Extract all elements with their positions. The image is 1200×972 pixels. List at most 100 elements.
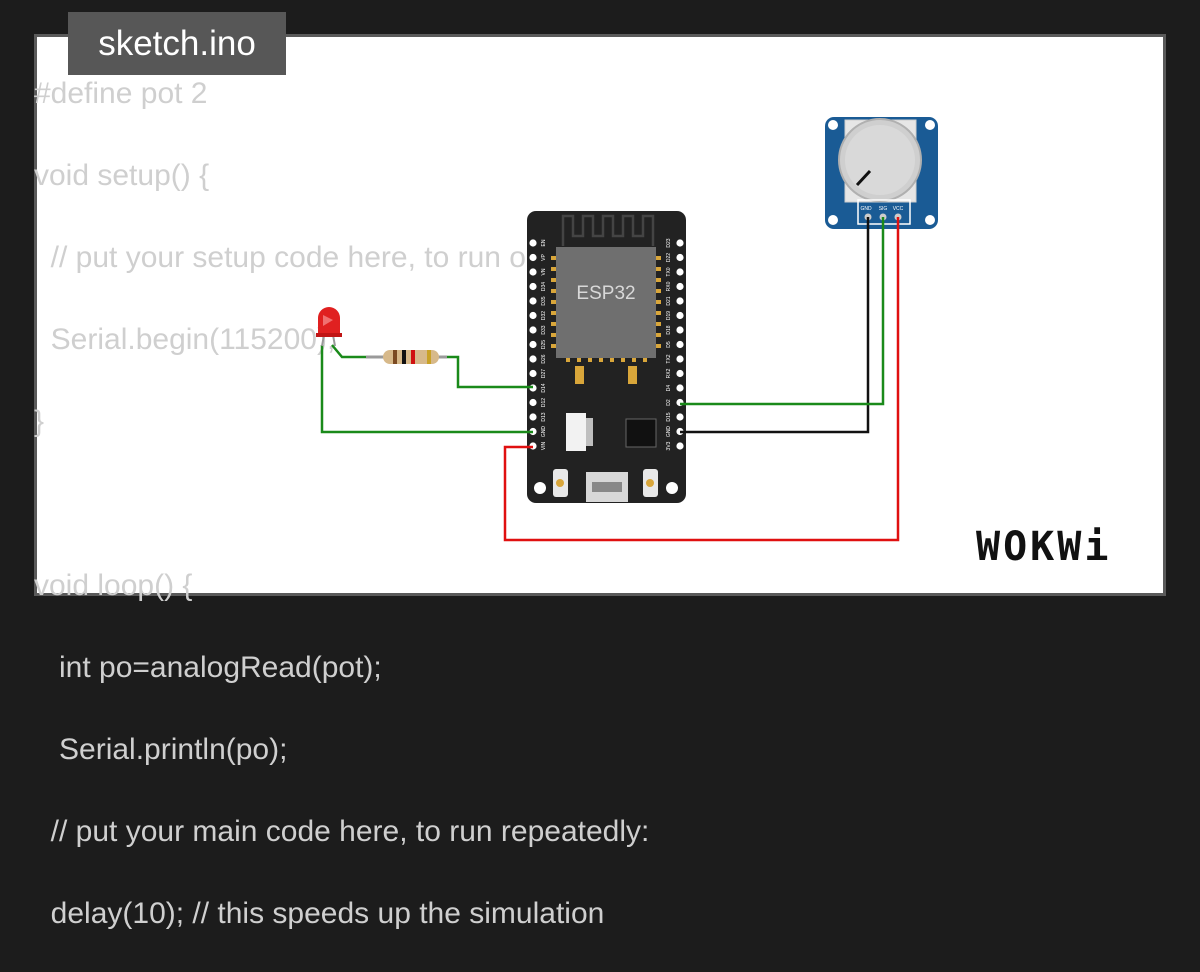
pin-d13[interactable]	[529, 413, 537, 421]
smd-component	[628, 366, 637, 384]
pin-label: D34	[541, 282, 547, 291]
pin-d27[interactable]	[529, 369, 537, 378]
pin-label: D25	[541, 340, 547, 349]
module-pad	[610, 356, 614, 362]
pin-d12[interactable]	[529, 398, 537, 407]
pin-label: D4	[666, 385, 672, 392]
pin-d35[interactable]	[529, 297, 537, 305]
pin-label: D21	[666, 296, 672, 305]
mount-hole	[828, 215, 838, 225]
module-pad	[551, 311, 557, 315]
regulator-tab	[586, 418, 593, 446]
module-pad	[599, 356, 603, 362]
module-pad	[655, 311, 661, 315]
module-pad	[655, 333, 661, 337]
led[interactable]	[316, 307, 342, 347]
pin-label: D32	[541, 311, 547, 320]
filename-tab[interactable]: sketch.ino	[68, 12, 286, 75]
pin-d33[interactable]	[529, 326, 537, 334]
mount-hole	[828, 120, 838, 130]
pin-vn[interactable]	[529, 268, 537, 276]
pin-label: D13	[541, 412, 547, 421]
pin-en[interactable]	[529, 239, 537, 247]
module-pad	[551, 333, 557, 337]
regulator	[566, 413, 586, 451]
module-pad	[551, 256, 557, 260]
module-pad	[632, 356, 636, 362]
module-pad	[551, 278, 557, 282]
module-pad	[655, 278, 661, 282]
pot-pin-label: SIG	[879, 206, 888, 212]
resistor-band	[402, 350, 406, 364]
mount-hole	[925, 215, 935, 225]
pin-d32[interactable]	[529, 311, 537, 320]
pin-label: TX0	[666, 267, 672, 276]
chip-label: ESP32	[576, 283, 635, 304]
pin-3v3[interactable]	[676, 442, 684, 450]
pin-d22[interactable]	[676, 253, 684, 262]
code-line: void setup() {	[34, 159, 210, 192]
led-reflection	[323, 315, 333, 326]
usb-chip	[625, 418, 657, 448]
resistor[interactable]	[366, 350, 447, 364]
pin-d26[interactable]	[529, 355, 537, 363]
code-line: Serial.begin(115200);	[34, 323, 336, 356]
pin-label: 3V3	[666, 441, 672, 450]
wire-gnd[interactable]	[680, 217, 870, 434]
pin-d23[interactable]	[676, 239, 684, 247]
module-pad	[655, 267, 661, 271]
pin-label: D5	[666, 341, 672, 348]
pin-vp[interactable]	[529, 253, 537, 262]
code-line: delay(10); // this speeds up the simulat…	[34, 897, 605, 930]
pin-tx2[interactable]	[676, 355, 684, 363]
module-pad	[655, 344, 661, 348]
module-pad	[655, 289, 661, 293]
pin-d5[interactable]	[676, 340, 684, 349]
pin-label: D15	[666, 412, 672, 421]
pin-label: RX2	[666, 368, 672, 378]
pin-d19[interactable]	[676, 311, 684, 320]
pin-rx2[interactable]	[676, 369, 684, 378]
module-pad	[577, 356, 581, 362]
module-pad	[588, 356, 592, 362]
wire-vcc[interactable]	[503, 217, 900, 542]
left-pin-header: ENVPVND34D35D32D33D25D26D27D14D12D13GNDV…	[529, 239, 547, 450]
pot-indicator	[855, 169, 872, 187]
pin-d4[interactable]	[676, 384, 684, 392]
wire-signal[interactable]	[680, 217, 885, 406]
pin-rx0[interactable]	[676, 282, 684, 291]
mount-hole	[534, 482, 546, 494]
pot-knob-face	[845, 125, 915, 195]
boot-button-cap	[646, 479, 654, 487]
resistor-band	[411, 350, 415, 364]
module-pad	[621, 356, 625, 362]
pin-label: D35	[541, 296, 547, 305]
module-pad	[566, 356, 570, 362]
pin-d15[interactable]	[676, 413, 684, 421]
mount-hole	[925, 120, 935, 130]
module-pad	[551, 267, 557, 271]
pin-d25[interactable]	[529, 340, 537, 349]
pin-label: D22	[666, 253, 672, 262]
wire-led-resistor[interactable]	[331, 344, 368, 359]
esp32-board[interactable]: ESP32 ENVPVND34D35D32D33D25D26D27D14D12D…	[527, 211, 686, 503]
potentiometer[interactable]: GND SIG VCC	[825, 117, 938, 229]
pin-label: VP	[541, 254, 547, 261]
module-pad	[551, 300, 557, 304]
pin-label: D33	[541, 325, 547, 334]
right-pin-header: D23D22TX0RX0D21D19D18D5TX2RX2D4D2D15GND3…	[666, 238, 684, 450]
usb-port-opening	[592, 482, 622, 492]
pin-d18[interactable]	[676, 326, 684, 334]
pin-tx0[interactable]	[676, 268, 684, 276]
smd-component	[575, 366, 584, 384]
pin-d34[interactable]	[529, 282, 537, 291]
pin-label: D2	[666, 399, 672, 406]
pin-label: VN	[541, 268, 547, 275]
code-line: // put your setup code here, to run once…	[34, 241, 583, 274]
pin-label: D12	[541, 398, 547, 407]
wire-led-gnd[interactable]	[320, 345, 533, 434]
mount-hole	[666, 482, 678, 494]
pin-label: VIN	[541, 441, 547, 450]
wire-resistor-d14[interactable]	[445, 355, 533, 389]
pin-d21[interactable]	[676, 297, 684, 305]
